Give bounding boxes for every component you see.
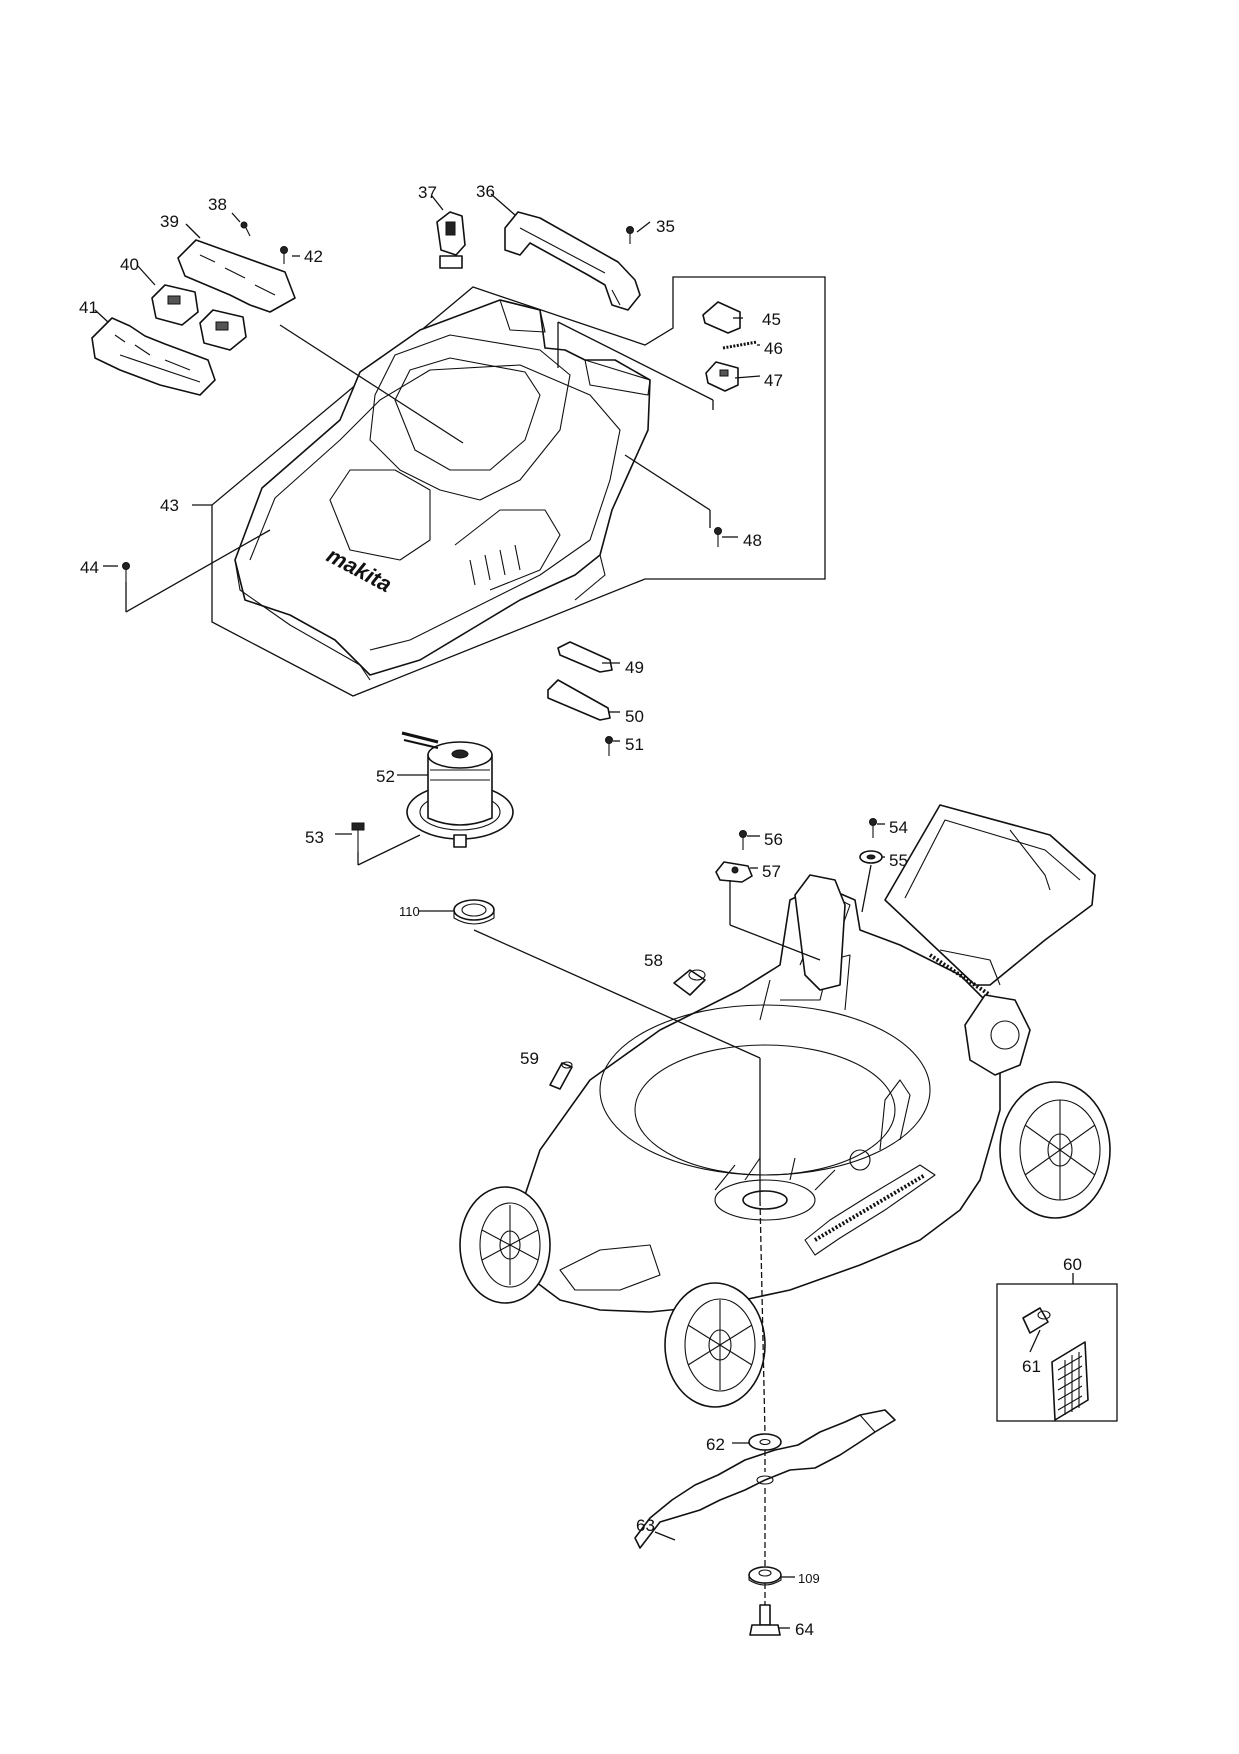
- handle-bracket-left: [794, 874, 846, 991]
- mulching-plug: [1051, 1341, 1089, 1421]
- blade: [634, 1409, 896, 1549]
- bolt-64: [749, 1604, 781, 1636]
- label-55: 55: [889, 851, 908, 870]
- label-41: 41: [79, 298, 98, 317]
- label-47: 47: [764, 371, 783, 390]
- label-58: 58: [644, 951, 663, 970]
- safety-key: [436, 211, 466, 269]
- cover-group-outline: [211, 276, 826, 697]
- latch-39: [177, 239, 296, 313]
- screw-44: [122, 562, 130, 582]
- screw-48: [714, 527, 722, 547]
- label-109: 109: [798, 1571, 820, 1586]
- label-51: 51: [625, 735, 644, 754]
- wheel-front-right: [664, 1282, 766, 1408]
- catch-47: [705, 361, 739, 392]
- label-36: 36: [476, 182, 495, 201]
- label-42: 42: [304, 247, 323, 266]
- label-57: 57: [762, 862, 781, 881]
- part-labels: 35 36 37 38 39 40 41 42 43 44 45 46 47 4…: [79, 182, 1082, 1639]
- label-40: 40: [120, 255, 139, 274]
- latch-40-left: [151, 284, 199, 326]
- catch-45: [702, 301, 741, 334]
- label-110: 110: [399, 904, 420, 919]
- screw-51: [605, 736, 613, 756]
- plug-61: [1022, 1307, 1051, 1334]
- lever-49: [557, 641, 613, 673]
- screw-42: [280, 246, 288, 264]
- label-63: 63: [636, 1516, 655, 1535]
- washer-62: [748, 1433, 782, 1451]
- wheel-front-left: [459, 1186, 551, 1304]
- pin-59: [549, 1061, 573, 1090]
- handle: [504, 211, 641, 311]
- label-54: 54: [889, 818, 908, 837]
- label-38: 38: [208, 195, 227, 214]
- label-45: 45: [762, 310, 781, 329]
- bracket-55: [859, 850, 883, 864]
- screw-53: [351, 822, 365, 852]
- label-43: 43: [160, 496, 179, 515]
- grass-bag: [884, 804, 1096, 997]
- latch-41: [91, 317, 216, 396]
- washer-109: [748, 1566, 782, 1586]
- label-64: 64: [795, 1620, 814, 1639]
- mower-deck: [514, 884, 1001, 1313]
- screw-54: [869, 818, 877, 838]
- label-39: 39: [160, 212, 179, 231]
- bearing-110: [453, 899, 495, 925]
- wheel-rear-right: [999, 1081, 1111, 1219]
- label-62: 62: [706, 1435, 725, 1454]
- screw-35: [626, 226, 634, 244]
- leader-lines: [94, 193, 1074, 1629]
- top-cover: makita: [234, 299, 651, 681]
- motor: [401, 731, 514, 848]
- spring-46: [722, 340, 758, 350]
- label-60: 60: [1063, 1255, 1082, 1274]
- latch-40-right: [199, 309, 247, 351]
- label-49: 49: [625, 658, 644, 677]
- label-48: 48: [743, 531, 762, 550]
- kit-60-box: [996, 1283, 1118, 1422]
- label-46: 46: [764, 339, 783, 358]
- handle-bracket-right: [964, 994, 1031, 1076]
- label-53: 53: [305, 828, 324, 847]
- sleeve-58: [673, 969, 706, 996]
- screw-38: [240, 221, 251, 237]
- label-59: 59: [520, 1049, 539, 1068]
- label-35: 35: [656, 217, 675, 236]
- switch-57: [715, 861, 753, 883]
- lever-50: [547, 679, 611, 721]
- label-52: 52: [376, 767, 395, 786]
- label-44: 44: [80, 558, 99, 577]
- label-56: 56: [764, 830, 783, 849]
- label-61: 61: [1022, 1357, 1041, 1376]
- label-37: 37: [418, 183, 437, 202]
- label-50: 50: [625, 707, 644, 726]
- screw-56: [739, 830, 747, 850]
